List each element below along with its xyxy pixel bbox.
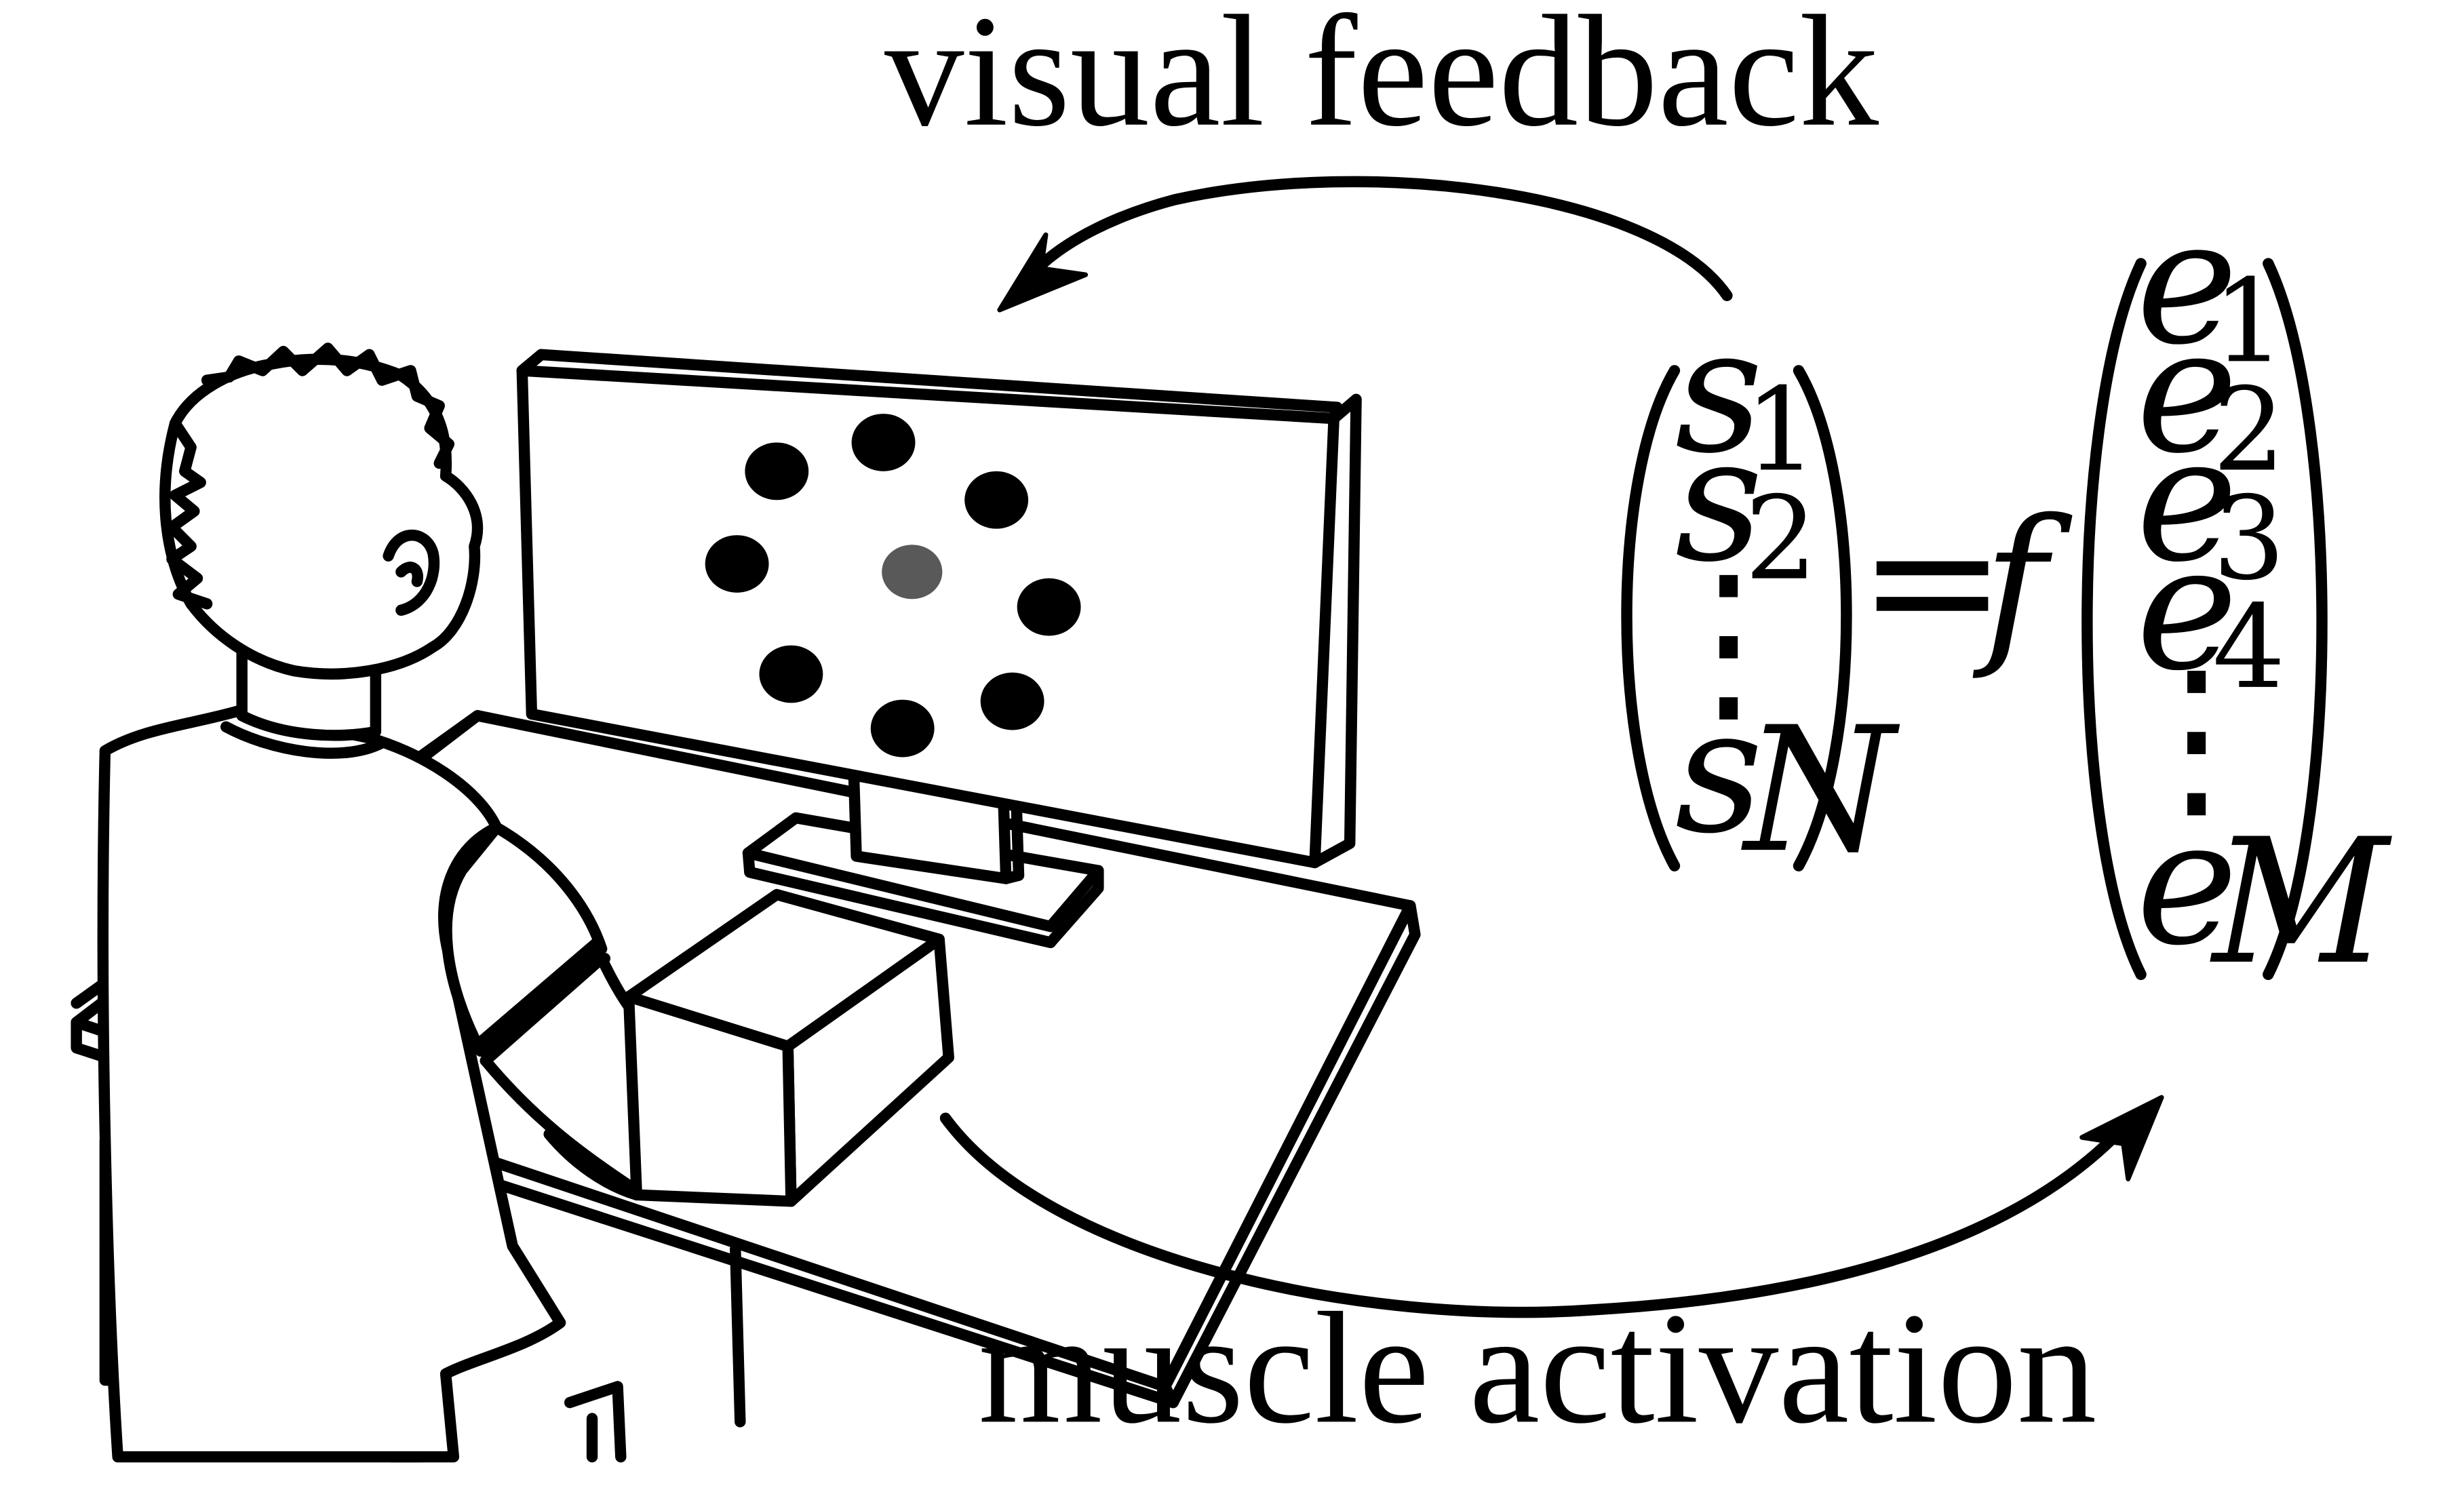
- left-vector-entry: s: [1675, 399, 1763, 600]
- target-dot: [745, 442, 809, 500]
- left-vector-entry: s: [1675, 290, 1763, 492]
- left-vector-close-paren: [1793, 365, 1852, 871]
- target-dot: [964, 471, 1029, 529]
- right-vector-entry-subscript: 1: [2212, 254, 2286, 388]
- right-vector-entry-subscript: 4: [2212, 581, 2286, 714]
- left-vector-entry-subscript: 2: [1744, 471, 1818, 605]
- right-vector-entry-subscript: M: [2210, 802, 2393, 1003]
- muscle-activation-label: muscle activation: [979, 1279, 2097, 1456]
- visual-feedback-label: visual feedback: [884, 0, 1879, 159]
- left-vector-open-paren: [1621, 365, 1681, 871]
- right-vector-entry-subscript: 3: [2212, 471, 2286, 605]
- person: [97, 342, 754, 1463]
- right-vector-entry: e: [2136, 507, 2238, 709]
- target-dot: [1017, 578, 1081, 636]
- target-dot: [705, 535, 769, 593]
- right-vector-entry: e: [2136, 399, 2238, 600]
- cursor-dot: [882, 545, 943, 600]
- visual-feedback-arrow: [997, 176, 1733, 313]
- left-vector-entry: s: [1675, 670, 1763, 871]
- target-dot: [870, 699, 935, 758]
- target-dot: [851, 414, 916, 471]
- monitor: [516, 349, 1362, 869]
- input-device-box: [543, 888, 954, 1207]
- right-vector-entry: e: [2136, 782, 2238, 983]
- left-vector-entry: ⋮: [1639, 538, 1818, 746]
- left-vector-entry-subscript: N: [1740, 690, 1900, 891]
- muscle-activation-arrow: [939, 1095, 2164, 1318]
- right-vector-entry-subscript: 2: [2212, 363, 2286, 496]
- right-vector-close-paren: [2263, 258, 2328, 981]
- right-vector-entry: e: [2136, 290, 2238, 492]
- target-dot: [759, 645, 823, 703]
- screen-targets: [705, 414, 1081, 758]
- right-vector-entry: ⋮: [2107, 633, 2286, 842]
- function-symbol: f: [1972, 482, 2073, 683]
- target-dot: [980, 672, 1044, 730]
- left-vector-entry-subscript: 1: [1744, 363, 1818, 496]
- right-vector-open-paren: [2081, 258, 2147, 981]
- equals-sign: =: [1858, 477, 2007, 685]
- right-vector-entry: e: [2136, 182, 2238, 383]
